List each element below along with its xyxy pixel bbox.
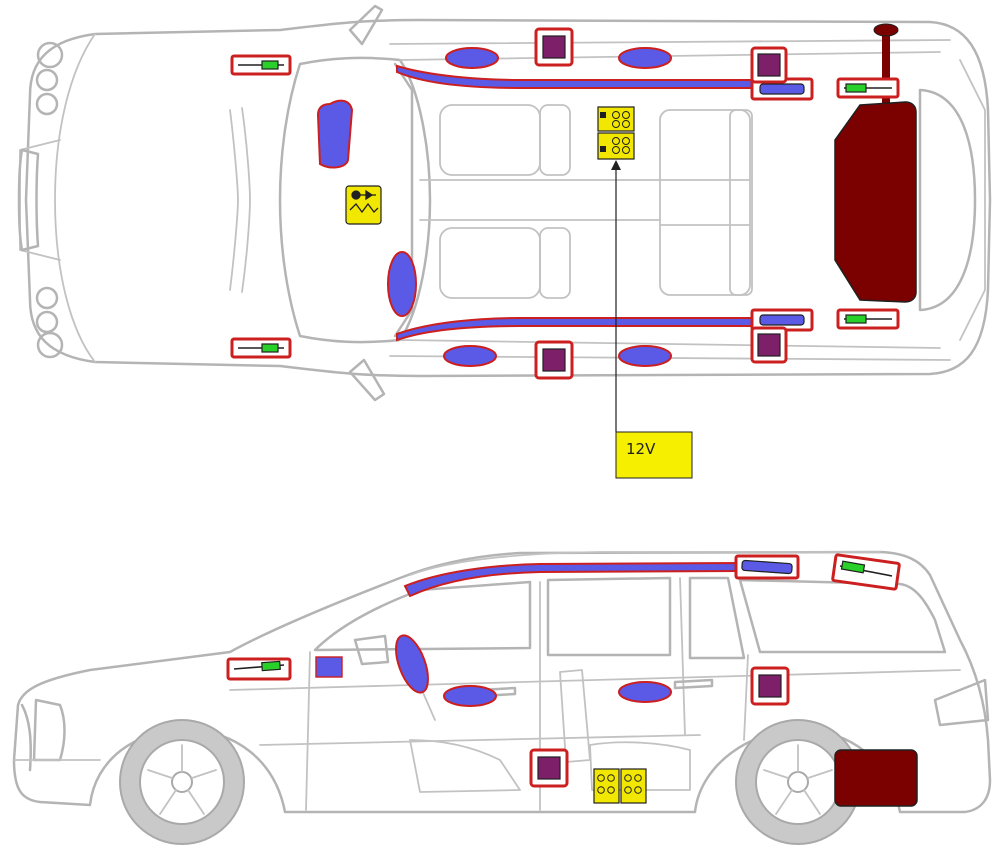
pretensioner-rear-right: [750, 326, 788, 364]
gas-strut-hood-left: [230, 54, 292, 76]
rear-wheel: [735, 719, 861, 845]
front-door-airbag-side: [443, 685, 497, 707]
passenger-front-airbag: [316, 99, 354, 169]
fuel-tank-top: [834, 101, 917, 303]
side-window-front: [313, 580, 532, 652]
top-view-gas-struts: [230, 54, 900, 359]
pretensioner-front-side: [529, 748, 569, 788]
rear-door-airbag-upper: [618, 47, 672, 69]
rear-door-airbag-side: [618, 681, 672, 703]
side-view: [12, 550, 992, 845]
driver-steering-airbag: [387, 251, 417, 317]
fuel-tank-side: [834, 749, 918, 807]
battery-side-view: [593, 768, 647, 804]
pretensioner-rear-left: [750, 46, 788, 84]
rear-door-airbag-lower: [618, 345, 672, 367]
gas-generator-side: [734, 554, 800, 580]
side-window-rear: [546, 576, 672, 657]
top-view-components: 12V: [316, 23, 917, 479]
battery-top-view: [597, 106, 635, 160]
airbag-control-unit-icon: [349, 189, 379, 214]
fuel-filler-cap: [873, 23, 899, 37]
gas-strut-tailgate-side: [831, 553, 901, 591]
front-wheel: [119, 719, 245, 845]
top-view-pretensioners: [534, 27, 788, 380]
battery-callout-box: [615, 431, 693, 479]
airbag-control-unit: [345, 185, 382, 225]
gas-strut-hood-side: [226, 657, 292, 681]
side-window-cargo: [738, 578, 947, 654]
battery-callout-label: 12V: [626, 440, 656, 458]
pretensioner-front-right: [534, 340, 574, 380]
gas-strut-tailgate-left: [836, 77, 900, 99]
passenger-airbag-side: [315, 656, 343, 678]
pretensioner-rear-side: [750, 666, 790, 706]
driver-airbag-side: [395, 634, 429, 694]
side-window-quarter: [688, 576, 746, 660]
gas-strut-hood-right: [230, 337, 292, 359]
front-door-airbag-upper: [445, 47, 499, 69]
front-door-airbag-lower: [443, 345, 497, 367]
top-view-gas-generators: [750, 77, 814, 332]
pretensioner-front-left: [534, 27, 574, 67]
gas-strut-tailgate-right: [836, 308, 900, 330]
side-view-components: [226, 553, 918, 807]
battery-callout-arrow: [611, 160, 621, 170]
